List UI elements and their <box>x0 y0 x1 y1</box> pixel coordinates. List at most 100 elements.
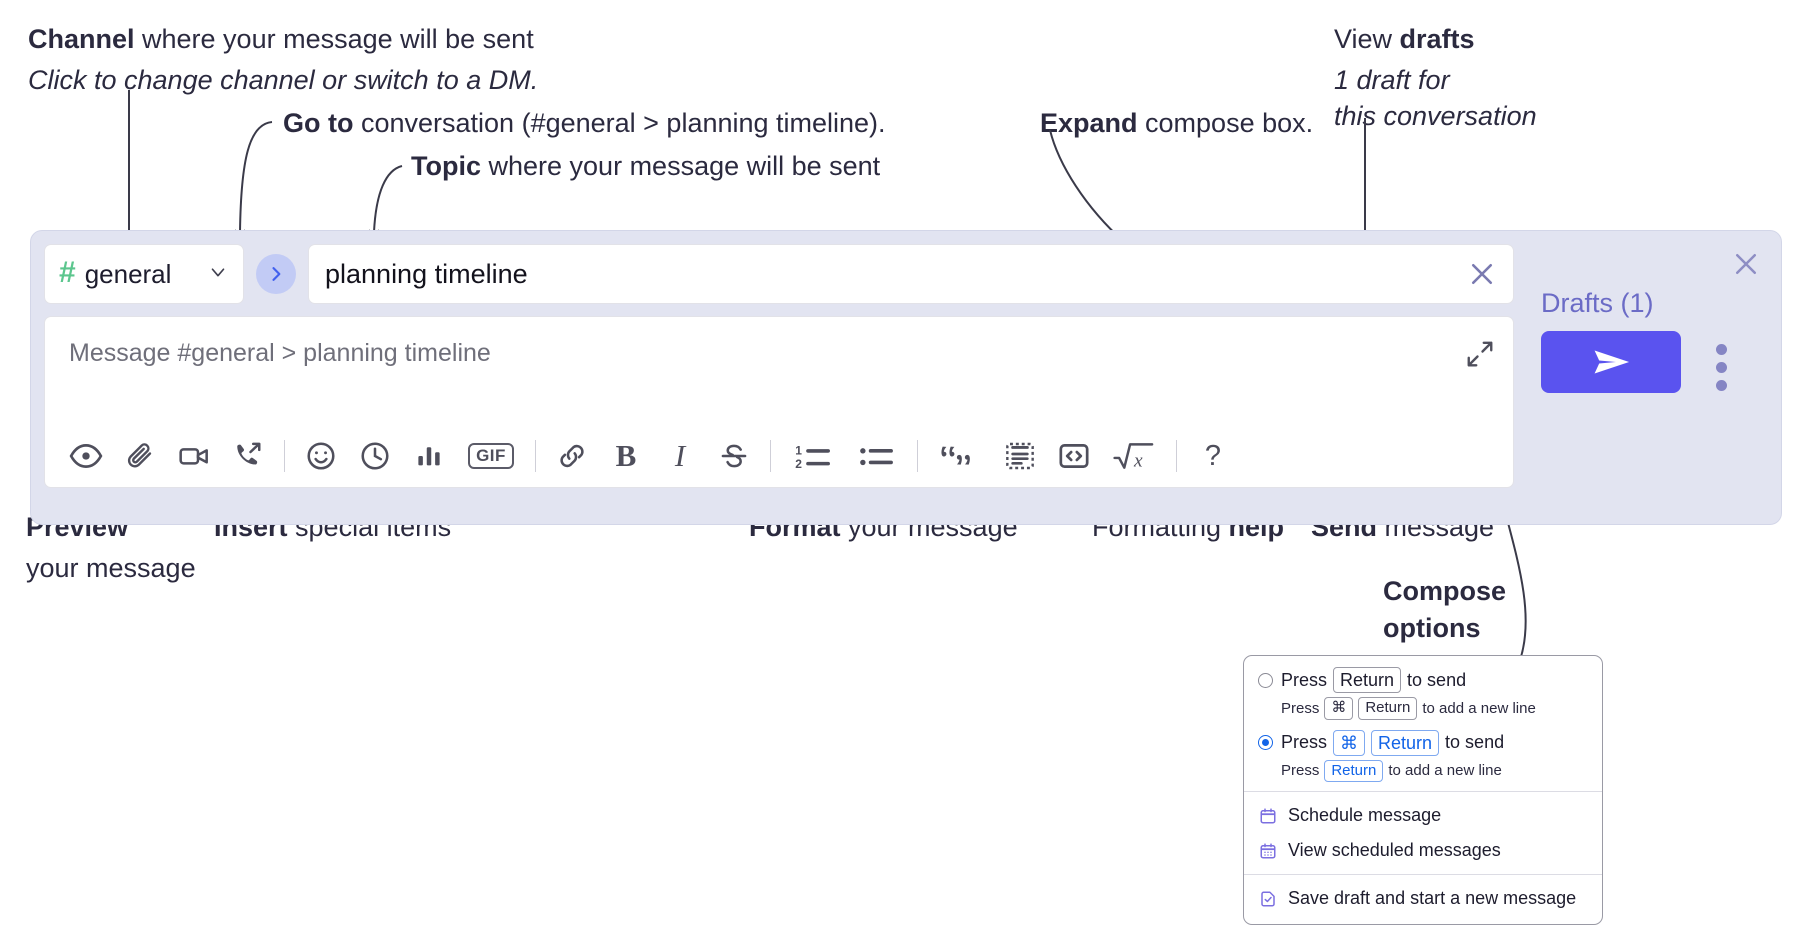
opt1-sub-prefix: Press <box>1281 699 1320 717</box>
svg-text:2: 2 <box>795 457 802 471</box>
bulleted-list-icon[interactable] <box>846 433 908 479</box>
annotation-preview-line2: your message <box>26 552 196 583</box>
annotation-channel-sub: Click to change channel or switch to a D… <box>28 64 539 95</box>
close-panel-icon[interactable] <box>1731 249 1761 284</box>
annotation-topic-rest: where your message will be sent <box>481 151 881 181</box>
opt2-sub-key: Return <box>1324 759 1384 783</box>
help-label: ? <box>1204 439 1222 472</box>
gif-icon[interactable]: GIF <box>456 433 526 479</box>
opt2-sub-suffix: to add a new line <box>1388 762 1502 780</box>
compose-panel: # general planning timeline Message #gen… <box>30 230 1782 525</box>
blockquote-icon[interactable] <box>927 433 993 479</box>
code-icon[interactable] <box>1047 433 1101 479</box>
chevron-down-icon <box>207 261 229 288</box>
toolbar-separator <box>917 440 918 472</box>
gif-label: GIF <box>468 443 514 469</box>
calendar-icon <box>1258 806 1278 826</box>
menu-item-schedule-label: Schedule message <box>1288 805 1442 826</box>
emoji-icon[interactable] <box>294 433 348 479</box>
expand-compose-icon[interactable] <box>1465 339 1495 374</box>
send-option-cmd-return[interactable]: Press ⌘ Return to send <box>1244 729 1602 757</box>
annotation-goto-rest: conversation (#general > planning timeli… <box>353 108 886 138</box>
message-input-area[interactable]: Message #general > planning timeline <box>44 316 1514 488</box>
opt1-sub-key2: Return <box>1358 697 1418 720</box>
annotation-goto: Go to conversation (#general > planning … <box>283 106 886 141</box>
annotation-drafts-sub2: this conversation <box>1334 101 1537 132</box>
calendar-grid-icon <box>1258 841 1278 861</box>
poll-icon[interactable] <box>402 433 456 479</box>
annotation-drafts-bold: drafts <box>1399 24 1475 54</box>
channel-selector[interactable]: # general <box>44 244 244 304</box>
annotation-expand-bold: Expand <box>1040 108 1138 138</box>
bold-icon[interactable]: B <box>615 438 637 473</box>
radio-cmd-return[interactable] <box>1258 735 1273 751</box>
send-option-cmd-return-sub: Press Return to add a new line <box>1244 757 1602 783</box>
annotation-expand: Expand compose box. <box>1040 106 1313 141</box>
save-draft-icon <box>1258 889 1278 909</box>
menu-item-save-draft[interactable]: Save draft and start a new message <box>1244 881 1602 916</box>
audio-call-icon[interactable] <box>221 433 275 479</box>
compose-header-row: # general planning timeline <box>44 244 1514 304</box>
toolbar-separator <box>1176 440 1177 472</box>
send-shortcut-options: Press Return to send Press ⌘ Return to a… <box>1244 656 1602 791</box>
annotation-expand-rest: compose box. <box>1137 108 1314 138</box>
send-option-return-sub: Press ⌘ Return to add a new line <box>1244 694 1602 720</box>
code-block-icon[interactable] <box>993 433 1047 479</box>
help-icon[interactable]: ? <box>1186 433 1240 479</box>
opt2-key1: ⌘ <box>1333 729 1366 756</box>
toolbar-separator <box>284 440 285 472</box>
menu-item-view-scheduled[interactable]: View scheduled messages <box>1244 833 1602 868</box>
annotation-compose-options-l1: Compose <box>1383 576 1507 606</box>
video-icon[interactable] <box>167 433 221 479</box>
opt2-key2: Return <box>1371 729 1440 756</box>
attachment-icon[interactable] <box>113 433 167 479</box>
opt2-prefix: Press <box>1281 732 1328 753</box>
annotation-drafts: View drafts 1 draft for this conversatio… <box>1334 22 1537 134</box>
annotation-channel-rest: where your message will be sent <box>134 24 534 54</box>
annotation-compose-options-l2: options <box>1383 612 1481 643</box>
annotation-channel: Channel where your message will be sent … <box>28 22 538 97</box>
opt1-key: Return <box>1333 667 1402 694</box>
formatting-toolbar: GIF B I 1 2 <box>45 425 1513 487</box>
menu-item-save-draft-label: Save draft and start a new message <box>1288 888 1577 909</box>
link-icon[interactable] <box>545 433 599 479</box>
opt1-sub-key1: ⌘ <box>1324 697 1354 720</box>
topic-input[interactable]: planning timeline <box>308 244 1514 304</box>
draft-section: Save draft and start a new message <box>1244 875 1602 924</box>
opt1-sub-suffix: to add a new line <box>1422 699 1536 717</box>
compose-options-menu: Press Return to send Press ⌘ Return to a… <box>1243 655 1603 926</box>
annotation-drafts-sub1: 1 draft for <box>1334 64 1450 95</box>
annotation-goto-bold: Go to <box>283 108 354 138</box>
annotation-topic-bold: Topic <box>411 151 481 181</box>
svg-text:1: 1 <box>795 444 802 458</box>
toolbar-separator <box>770 440 771 472</box>
drafts-link[interactable]: Drafts (1) <box>1541 288 1654 318</box>
kebab-dot <box>1715 380 1727 391</box>
italic-icon[interactable]: I <box>674 438 686 473</box>
ordered-list-icon[interactable]: 1 2 <box>780 433 846 479</box>
compose-options-button[interactable] <box>1711 344 1731 391</box>
topic-value: planning timeline <box>325 258 528 289</box>
send-option-return[interactable]: Press Return to send <box>1244 666 1602 694</box>
menu-item-schedule-message[interactable]: Schedule message <box>1244 798 1602 833</box>
send-option-return-main: Press Return to send <box>1281 667 1466 694</box>
math-icon[interactable]: x <box>1101 433 1167 479</box>
schedule-section: Schedule message View scheduled messages <box>1244 792 1602 874</box>
send-option-cmd-return-main: Press ⌘ Return to send <box>1281 729 1505 756</box>
go-to-conversation-button[interactable] <box>256 254 296 294</box>
channel-name: general <box>84 258 172 289</box>
clock-icon[interactable] <box>348 433 402 479</box>
strikethrough-icon[interactable] <box>707 433 761 479</box>
clear-topic-icon[interactable] <box>1467 259 1497 289</box>
annotation-channel-bold: Channel <box>28 24 135 54</box>
opt2-suffix: to send <box>1445 732 1505 753</box>
opt2-sub-prefix: Press <box>1281 762 1320 780</box>
menu-divider <box>1244 791 1602 793</box>
menu-item-view-scheduled-label: View scheduled messages <box>1288 840 1501 861</box>
menu-divider <box>1244 874 1602 876</box>
radio-return[interactable] <box>1258 672 1273 688</box>
send-button[interactable] <box>1541 331 1681 393</box>
preview-icon[interactable] <box>59 433 113 479</box>
kebab-dot <box>1715 362 1727 373</box>
opt1-prefix: Press <box>1281 669 1328 690</box>
